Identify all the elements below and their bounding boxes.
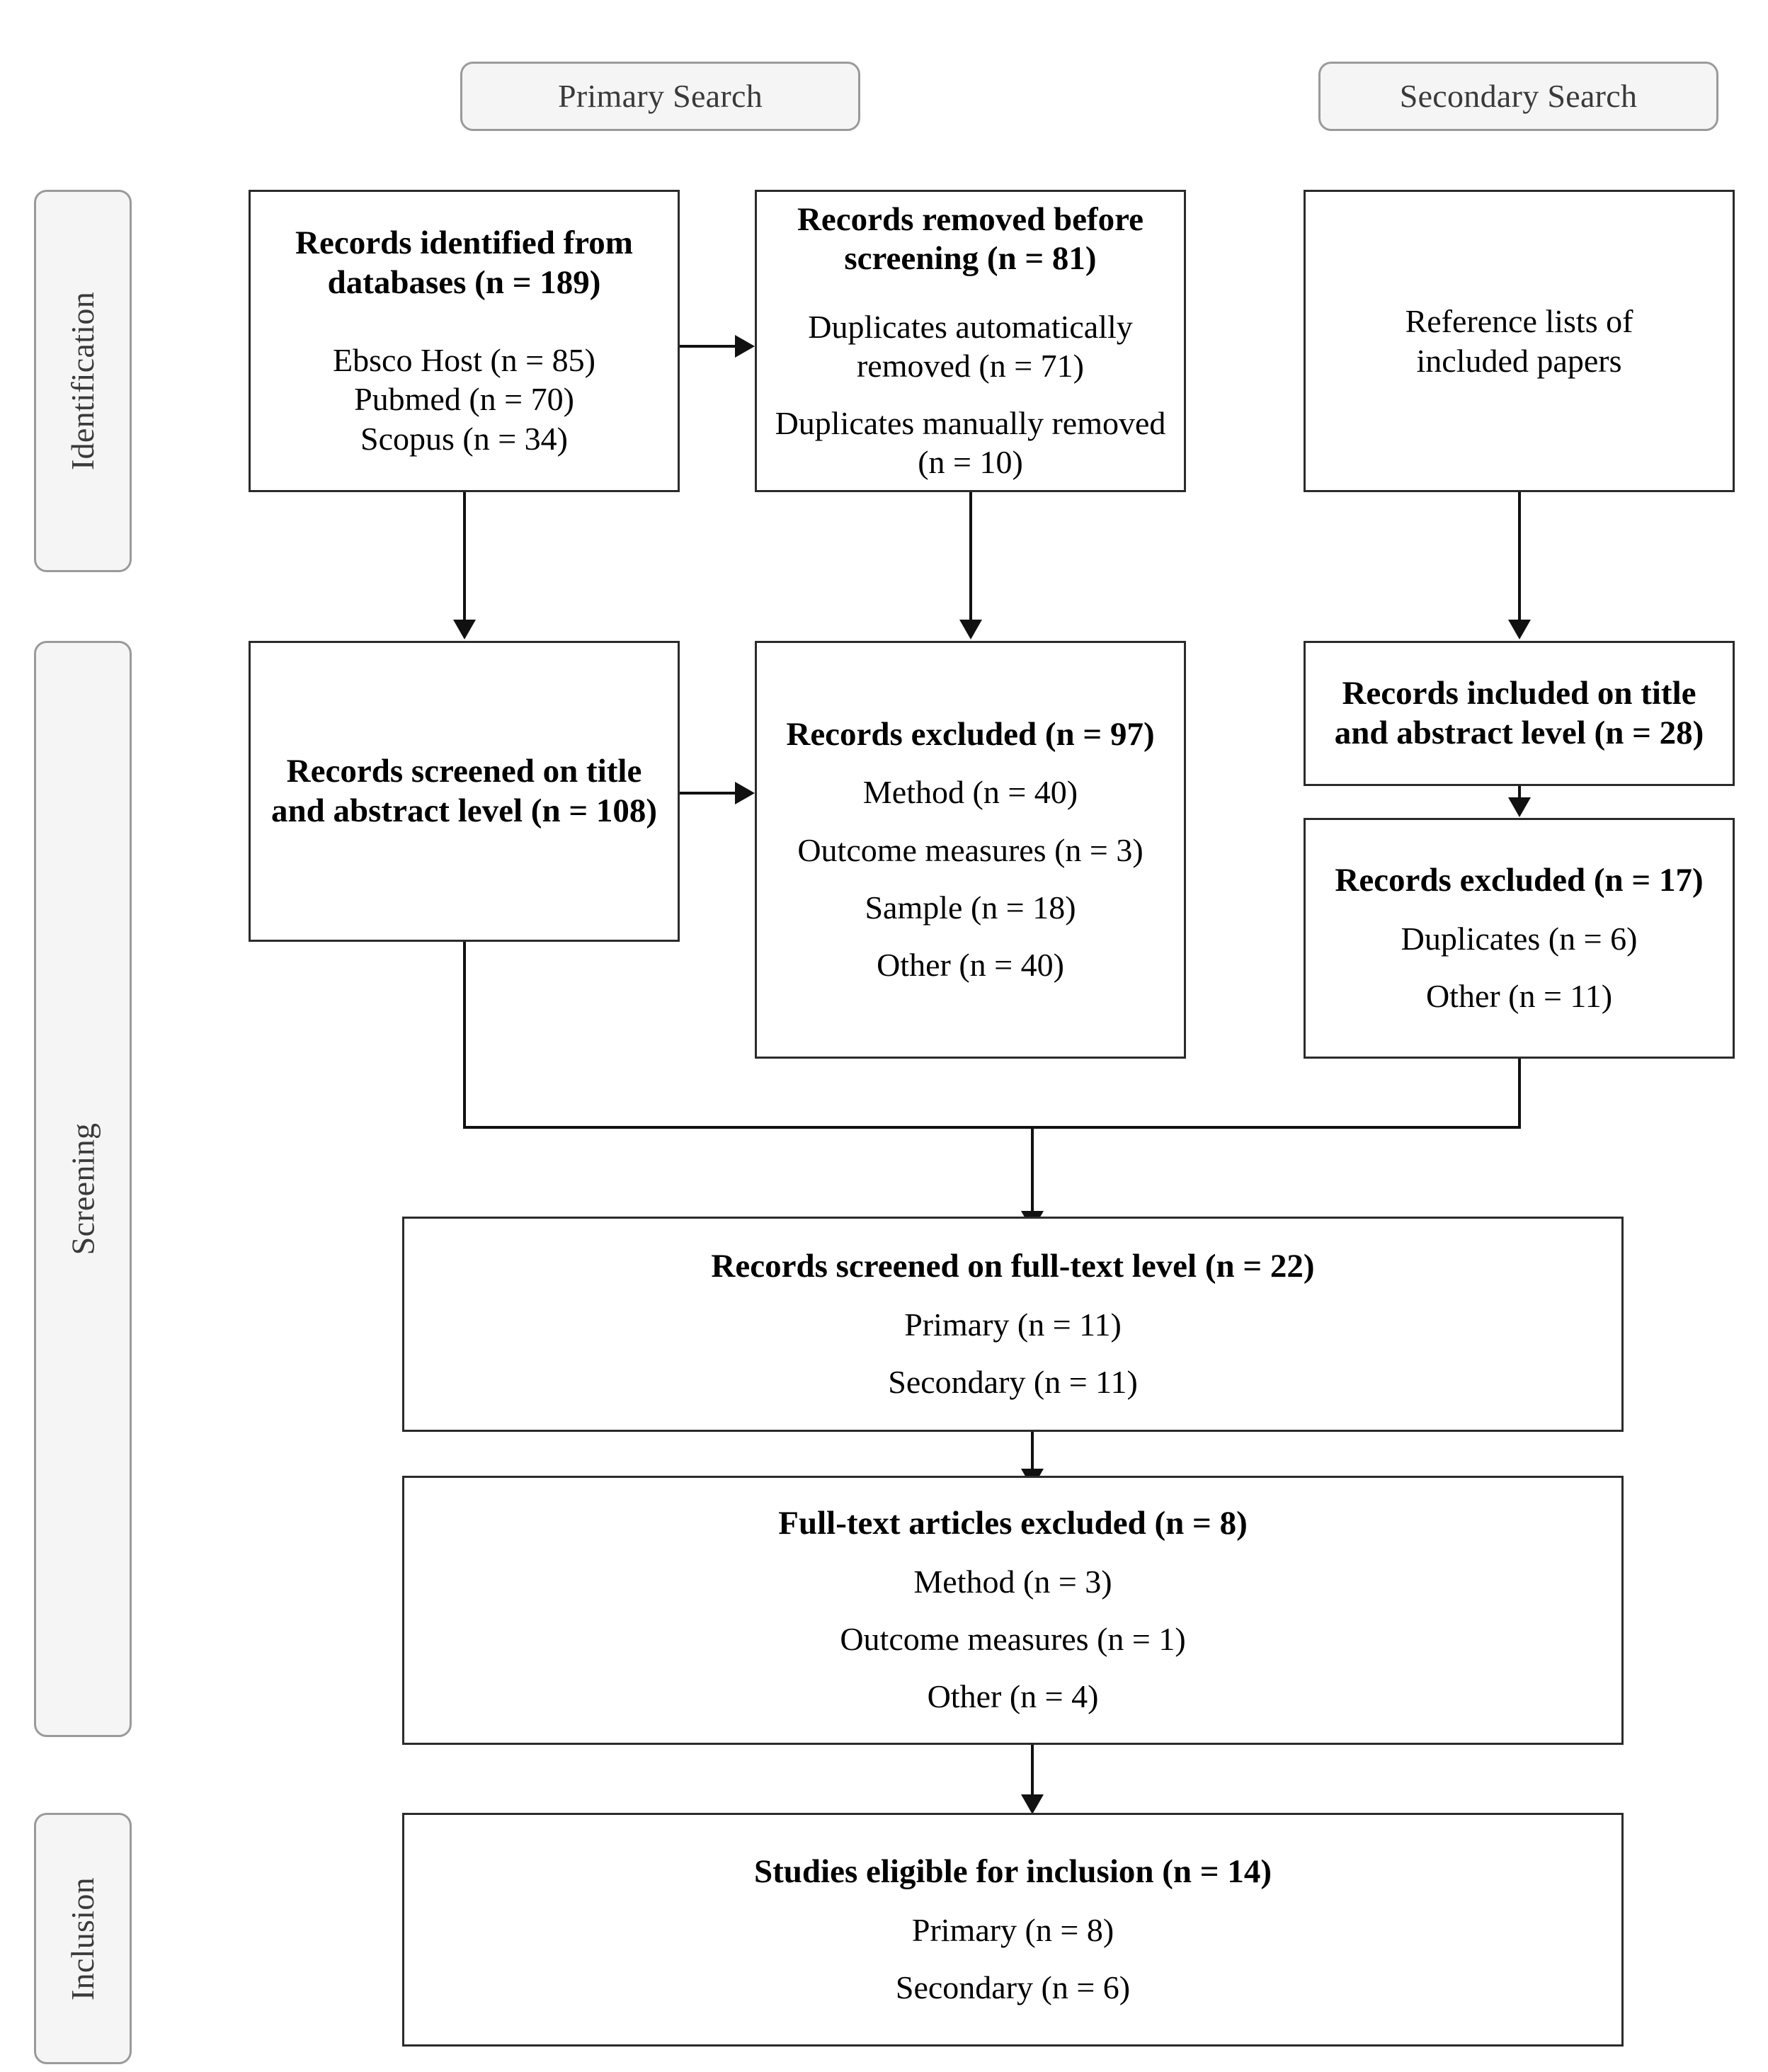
box-records-identified-line-2: Pubmed (n = 70) bbox=[354, 381, 574, 418]
box-records-excluded-97-line-3: Sample (n = 18) bbox=[865, 889, 1076, 926]
box-records-removed: Records removed before screening (n = 81… bbox=[755, 190, 1186, 492]
box-records-removed-title: Records removed before screening (n = 81… bbox=[797, 200, 1144, 278]
box-fulltext-excluded-title: Full-text articles excluded (n = 8) bbox=[778, 1505, 1248, 1542]
box-records-screened-title-abstract: Records screened on title and abstract l… bbox=[249, 641, 680, 942]
stage-inclusion: Inclusion bbox=[34, 1813, 132, 2064]
box-reference-lists-line-1: Reference lists of bbox=[1405, 303, 1633, 340]
box-records-screened-fulltext-title: Records screened on full-text level (n =… bbox=[711, 1248, 1315, 1285]
box-records-removed-line-1: Duplicates automatically removed (n = 71… bbox=[808, 308, 1133, 384]
arrow-reference-to-included28 bbox=[1508, 620, 1531, 639]
box-records-excluded-17-line-1: Duplicates (n = 6) bbox=[1401, 920, 1638, 957]
box-fulltext-excluded-line-2: Outcome measures (n = 1) bbox=[840, 1621, 1186, 1658]
box-reference-lists: Reference lists of included papers bbox=[1304, 190, 1735, 492]
connector-screened-to-excluded97 bbox=[680, 792, 736, 795]
connector-identified-to-removed bbox=[680, 345, 736, 348]
box-records-excluded-97-title: Records excluded (n = 97) bbox=[786, 715, 1155, 753]
box-studies-eligible-line-1: Primary (n = 8) bbox=[911, 1911, 1114, 1948]
box-studies-eligible-title: Studies eligible for inclusion (n = 14) bbox=[753, 1853, 1272, 1891]
stage-identification-label: Identification bbox=[64, 292, 101, 470]
box-records-excluded-97-line-4: Other (n = 40) bbox=[877, 946, 1064, 983]
connector-merge-bar bbox=[463, 1126, 1521, 1129]
box-records-excluded-97-line-1: Method (n = 40) bbox=[862, 774, 1078, 811]
box-fulltext-excluded-line-1: Method (n = 3) bbox=[913, 1563, 1112, 1600]
stage-identification: Identification bbox=[34, 190, 132, 572]
box-records-excluded-97-line-2: Outcome measures (n = 3) bbox=[797, 831, 1144, 868]
header-primary-search-label: Primary Search bbox=[557, 78, 763, 114]
box-reference-lists-line-2: included papers bbox=[1416, 342, 1622, 379]
box-records-identified-line-1: Ebsco Host (n = 85) bbox=[333, 342, 595, 379]
stage-inclusion-label: Inclusion bbox=[64, 1877, 101, 2000]
box-records-excluded-17-line-2: Other (n = 11) bbox=[1425, 977, 1613, 1014]
connector-included28-to-excluded17 bbox=[1518, 786, 1521, 799]
box-records-included-title-abstract: Records included on title and abstract l… bbox=[1304, 641, 1735, 786]
connector-reference-to-included28 bbox=[1518, 492, 1521, 620]
box-records-identified-line-3: Scopus (n = 34) bbox=[360, 420, 568, 457]
stage-screening: Screening bbox=[34, 641, 132, 1737]
connector-screened-merge-drop bbox=[463, 942, 466, 1127]
box-records-included-title-abstract-title: Records included on title and abstract l… bbox=[1334, 675, 1704, 751]
box-records-identified: Records identified from databases (n = 1… bbox=[249, 190, 680, 492]
box-records-excluded-17: Records excluded (n = 17) Duplicates (n … bbox=[1304, 818, 1735, 1059]
arrow-included28-to-excluded17 bbox=[1508, 797, 1531, 817]
box-records-excluded-97: Records excluded (n = 97) Method (n = 40… bbox=[755, 641, 1186, 1059]
header-secondary-search-label: Secondary Search bbox=[1399, 78, 1638, 114]
header-secondary-search: Secondary Search bbox=[1318, 62, 1718, 131]
arrow-screened-to-excluded97 bbox=[735, 782, 755, 804]
connector-merge-to-fulltext bbox=[1031, 1126, 1034, 1211]
box-records-excluded-17-title: Records excluded (n = 17) bbox=[1335, 862, 1704, 899]
box-records-screened-fulltext-line-1: Primary (n = 11) bbox=[904, 1306, 1122, 1343]
box-studies-eligible: Studies eligible for inclusion (n = 14) … bbox=[402, 1813, 1624, 2047]
arrow-excluded-to-eligible bbox=[1021, 1794, 1044, 1814]
box-fulltext-excluded: Full-text articles excluded (n = 8) Meth… bbox=[402, 1476, 1624, 1745]
connector-excluded-to-eligible bbox=[1031, 1745, 1034, 1794]
box-records-removed-line-2: Duplicates manually removed (n = 10) bbox=[775, 404, 1166, 481]
arrow-identified-to-removed bbox=[735, 335, 755, 358]
connector-identified-to-screened bbox=[463, 492, 466, 620]
connector-fulltext-to-excluded bbox=[1031, 1432, 1034, 1469]
box-records-screened-title-abstract-title: Records screened on title and abstract l… bbox=[270, 753, 658, 829]
box-records-screened-fulltext-line-2: Secondary (n = 11) bbox=[888, 1363, 1138, 1400]
box-records-identified-title: Records identified from databases (n = 1… bbox=[295, 224, 633, 301]
box-studies-eligible-line-2: Secondary (n = 6) bbox=[895, 1969, 1131, 2005]
connector-removed-to-excluded97 bbox=[969, 492, 972, 620]
stage-screening-label: Screening bbox=[64, 1122, 101, 1256]
arrow-identified-to-screened bbox=[453, 620, 476, 639]
header-primary-search: Primary Search bbox=[460, 62, 860, 131]
connector-excluded17-merge-drop bbox=[1518, 1059, 1521, 1127]
box-records-screened-fulltext: Records screened on full-text level (n =… bbox=[402, 1217, 1624, 1432]
box-fulltext-excluded-line-3: Other (n = 4) bbox=[927, 1678, 1099, 1715]
arrow-removed-to-excluded97 bbox=[959, 620, 982, 639]
